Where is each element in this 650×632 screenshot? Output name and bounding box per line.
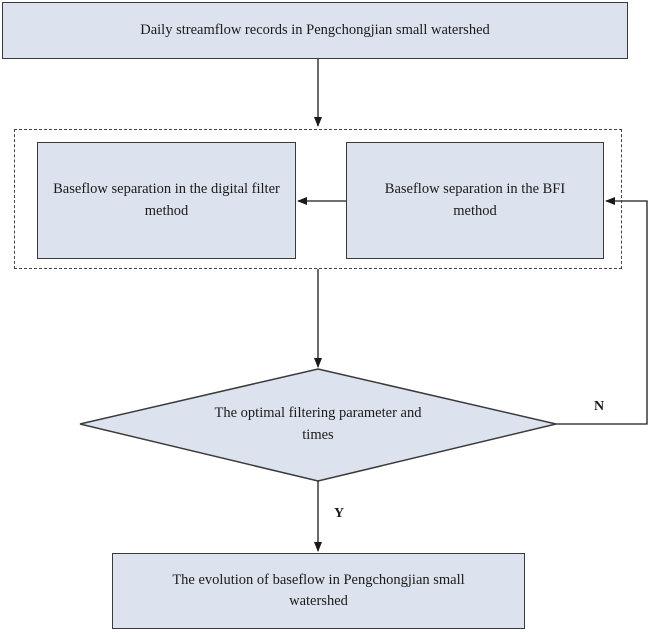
separation-methods-group <box>14 129 622 269</box>
decision-node-label: The optimal filtering parameter and time… <box>214 405 422 443</box>
arrow-decision-no-loop <box>556 197 648 425</box>
end-node: The evolution of baseflow in Pengchongji… <box>112 553 525 629</box>
digital-filter-node-label: Baseflow separation in the digital filte… <box>53 181 280 219</box>
edge-label-no: N <box>594 399 605 414</box>
edge-label-yes: Y <box>334 506 345 521</box>
end-node-label: The evolution of baseflow in Pengchongji… <box>172 571 465 609</box>
bfi-node-label: Baseflow separation in the BFI method <box>384 181 566 219</box>
start-node: Daily streamflow records in Pengchongjia… <box>2 2 628 59</box>
bfi-node: Baseflow separation in the BFI method <box>346 142 604 259</box>
digital-filter-node: Baseflow separation in the digital filte… <box>37 142 296 259</box>
start-node-label: Daily streamflow records in Pengchongjia… <box>140 21 490 38</box>
